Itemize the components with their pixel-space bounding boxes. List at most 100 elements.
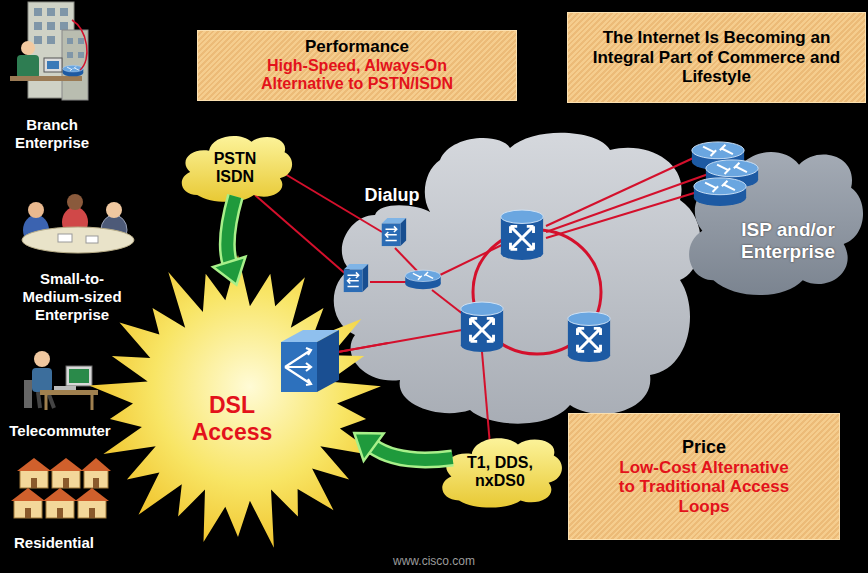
trunk-lines-part xyxy=(255,195,348,276)
sme-icon-part xyxy=(101,215,127,245)
branch-icon-part xyxy=(17,55,39,79)
cloud-outline xyxy=(182,136,292,202)
telecommuter-icon xyxy=(24,351,98,410)
flow-arrow-outline xyxy=(372,446,453,460)
telecommuter-icon-part xyxy=(54,386,76,390)
branch-icon-part xyxy=(60,8,68,16)
residential-icon-part xyxy=(11,488,45,501)
network-label: Dialup xyxy=(352,185,432,207)
branch-icon-part xyxy=(34,36,42,44)
branch-icon-part xyxy=(62,30,88,100)
network-cloud: ISP and/or Enterprise xyxy=(680,135,866,300)
residential-icon-part xyxy=(93,478,99,488)
residential-icon-part xyxy=(49,458,83,471)
sme-icon-part xyxy=(106,202,122,218)
access-starburst: DSL Access xyxy=(88,255,388,552)
residential-icon-part xyxy=(14,500,42,518)
trunk-lines-part xyxy=(546,172,714,232)
site-label: Small-to-Medium-sized Enterprise xyxy=(13,270,131,324)
callout-box: PriceLow-Cost Alternative to Traditional… xyxy=(568,413,840,540)
site-label: Residential xyxy=(0,534,108,552)
cloud-outline xyxy=(689,152,863,295)
branch-icon-part xyxy=(78,38,84,44)
watermark: www.cisco.com xyxy=(368,554,500,568)
residential-icon-part xyxy=(84,470,108,488)
dslam-side xyxy=(317,330,339,392)
telecommuter-icon-part xyxy=(38,392,54,408)
router-symbol xyxy=(692,142,744,170)
starburst-outline xyxy=(89,255,381,548)
router-symbol xyxy=(706,160,758,188)
trunk-lines-part xyxy=(338,330,462,352)
residential-icon-part xyxy=(57,508,63,518)
branch-icon-part xyxy=(63,65,84,76)
dslam-symbol xyxy=(281,330,339,392)
telecommuter-icon-part xyxy=(46,395,92,410)
network-cloud: T1, DDS, nxDS0 xyxy=(436,430,564,510)
telecommuter-icon-part xyxy=(66,366,92,386)
branch-icon-part xyxy=(10,76,82,81)
node-title: Performance xyxy=(305,37,409,57)
node-title: PSTN ISDN xyxy=(207,150,263,187)
cloud-outline xyxy=(442,438,562,507)
branch-icon-part xyxy=(47,22,55,30)
residential-icon-part xyxy=(46,500,74,518)
residential-icon-part xyxy=(43,488,77,501)
atm-switches-part xyxy=(568,312,610,362)
dialup-switches-part xyxy=(382,218,406,246)
residential-icon-part xyxy=(31,478,37,488)
branch-icon-part xyxy=(47,61,59,69)
edge-router-part xyxy=(405,270,440,289)
callout-box: PerformanceHigh-Speed, Always-On Alterna… xyxy=(197,30,517,101)
text-group: T1, DDS, nxDS0 xyxy=(460,454,540,491)
trunk-lines-part xyxy=(546,190,704,238)
branch-icon-part xyxy=(28,2,74,98)
trunk-lines-part xyxy=(370,281,408,283)
residential-icon-part xyxy=(75,488,109,501)
sme-icon-part xyxy=(67,194,83,210)
branch-icon-part xyxy=(21,41,35,55)
isp-routers xyxy=(692,142,758,206)
arrow-head xyxy=(354,433,383,461)
branch-icon-part xyxy=(67,38,73,44)
dialup-switches-part xyxy=(344,264,368,292)
sme-icon-part xyxy=(23,215,49,245)
branch-icon-part xyxy=(78,52,84,58)
branch-icon-part xyxy=(34,8,42,16)
atm-switches xyxy=(461,210,610,362)
trunk-lines-part xyxy=(432,290,468,318)
sme-icon-part xyxy=(58,234,72,242)
branch-icon-part xyxy=(47,36,55,44)
node-text: Low-Cost Alternative to Traditional Acce… xyxy=(609,458,799,517)
branch-icon-part xyxy=(47,8,55,16)
router-symbol xyxy=(694,178,746,206)
branch-icon-part xyxy=(67,52,73,58)
branch-icon-part xyxy=(44,58,62,72)
residential-icon-part xyxy=(89,508,95,518)
telecommuter-icon-part xyxy=(24,380,32,408)
callout-box: The Internet Is Becoming an Integral Par… xyxy=(567,12,866,103)
sme-icon xyxy=(22,194,134,253)
residential-icon-part xyxy=(20,470,48,488)
residential-icon xyxy=(11,458,111,518)
node-text: High-Speed, Always-On Alternative to PST… xyxy=(232,57,482,94)
residential-icon-part xyxy=(78,500,106,518)
residential-icon-part xyxy=(17,458,51,471)
text-group: ISP and/or Enterprise xyxy=(738,219,838,263)
branch-icon-part xyxy=(60,22,68,30)
arrow-head xyxy=(213,257,245,285)
network-cloud xyxy=(334,133,701,424)
trunk-lines-part xyxy=(395,248,420,274)
node-title: ISP and/or Enterprise xyxy=(738,219,838,263)
trunk-lines xyxy=(255,154,714,445)
site-label: Branch Enterprise xyxy=(2,116,102,152)
node-title: The Internet Is Becoming an Integral Par… xyxy=(592,28,842,87)
trunk-lines-part xyxy=(438,242,508,276)
atm-switches-part xyxy=(501,210,543,260)
node-title: DSL Access xyxy=(187,392,277,445)
telecommuter-icon-part xyxy=(32,368,52,392)
node-title: T1, DDS, nxDS0 xyxy=(460,454,540,491)
residential-icon-part xyxy=(52,470,80,488)
residential-icon-part xyxy=(81,458,111,471)
flow-arrow-outline xyxy=(227,196,235,263)
